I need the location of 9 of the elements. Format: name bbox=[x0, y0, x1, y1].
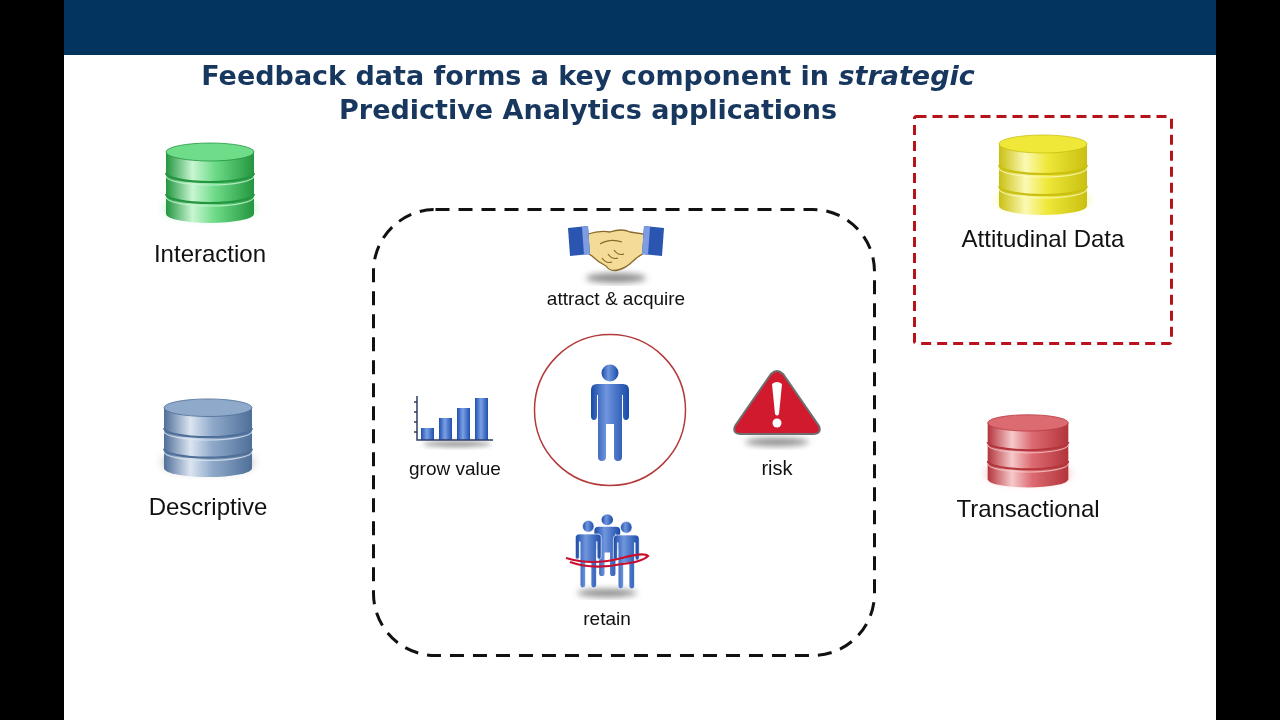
node-label: risk bbox=[761, 456, 793, 480]
node-label: Attitudinal Data bbox=[961, 225, 1125, 254]
node-label: Interaction bbox=[153, 240, 267, 269]
node-label: retain bbox=[583, 608, 631, 631]
node-label: Transactional bbox=[956, 495, 1100, 524]
node-label: Descriptive bbox=[148, 493, 268, 522]
node-label: attract & acquire bbox=[546, 288, 686, 311]
slide-title: Feedback data forms a key component in strategic Predictive Analytics applications bbox=[200, 59, 976, 127]
node-label: grow value bbox=[409, 458, 501, 481]
